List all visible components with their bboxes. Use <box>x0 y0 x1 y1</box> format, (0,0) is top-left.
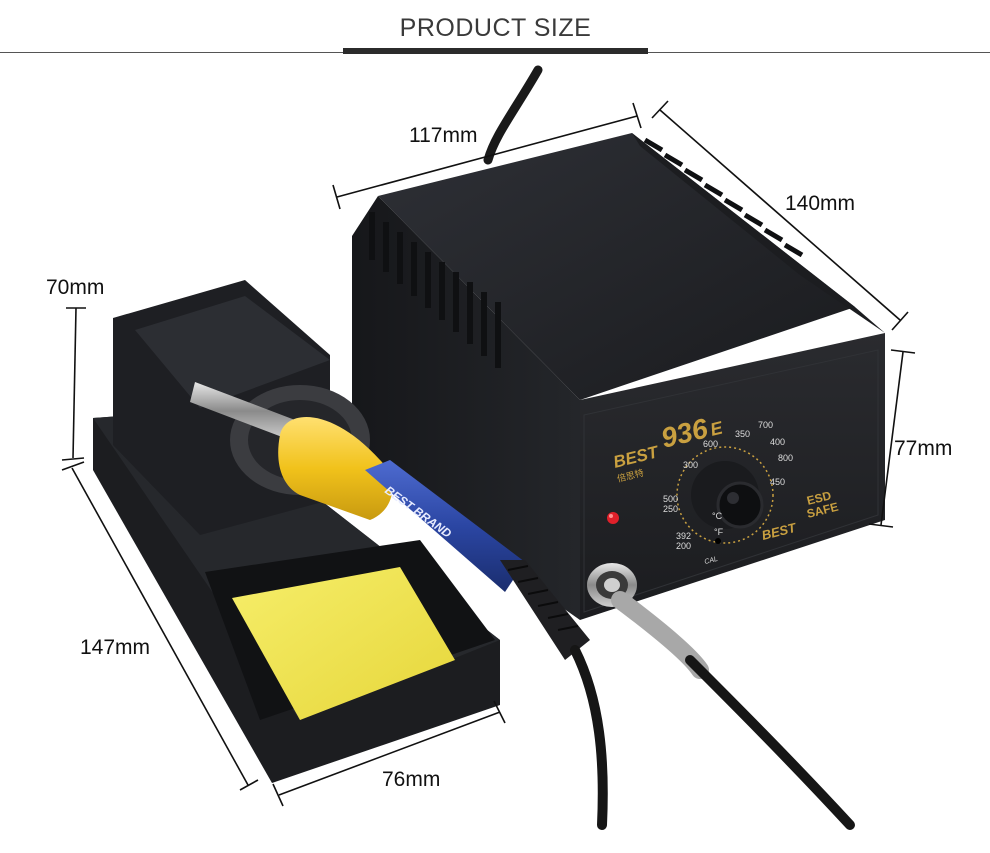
dimension-label-station-width: 117mm <box>409 124 478 147</box>
dial-scale: 300 600 350 700 400 800 450 500 250 392 … <box>663 420 793 566</box>
page-title: PRODUCT SIZE <box>399 14 592 42</box>
svg-text:250: 250 <box>663 504 678 514</box>
svg-text:400: 400 <box>770 437 785 447</box>
soldering-iron <box>190 382 608 830</box>
dimension-label-holder-height: 70mm <box>46 276 105 299</box>
iron-cable <box>685 655 855 830</box>
dimension-lines <box>61 100 916 807</box>
esd-safe-label: ESD <box>805 488 833 508</box>
header-underline-bar <box>343 48 648 54</box>
temperature-knob <box>716 481 764 529</box>
power-cord <box>483 65 543 165</box>
dimension-label-station-height: 77mm <box>894 437 953 460</box>
dimension-label-station-depth: 140mm <box>785 192 856 215</box>
iron-handle <box>365 460 525 592</box>
svg-text:CAL: CAL <box>704 556 719 566</box>
svg-text:°F: °F <box>714 527 724 537</box>
svg-text:450: 450 <box>770 477 785 487</box>
dimension-label-holder-length: 147mm <box>80 636 151 659</box>
svg-text:°C: °C <box>712 511 723 521</box>
svg-text:200: 200 <box>676 541 691 551</box>
svg-text:700: 700 <box>758 420 773 430</box>
svg-text:300: 300 <box>683 460 698 470</box>
svg-text:800: 800 <box>778 453 793 463</box>
dimension-label-holder-width: 76mm <box>382 768 441 791</box>
cleaning-sponge <box>232 567 455 720</box>
solder-station <box>352 133 885 620</box>
svg-text:600: 600 <box>703 439 718 449</box>
svg-text:350: 350 <box>735 429 750 439</box>
svg-text:392: 392 <box>676 531 691 541</box>
svg-text:500: 500 <box>663 494 678 504</box>
iron-grip <box>278 417 393 520</box>
power-led-indicator <box>607 512 619 524</box>
